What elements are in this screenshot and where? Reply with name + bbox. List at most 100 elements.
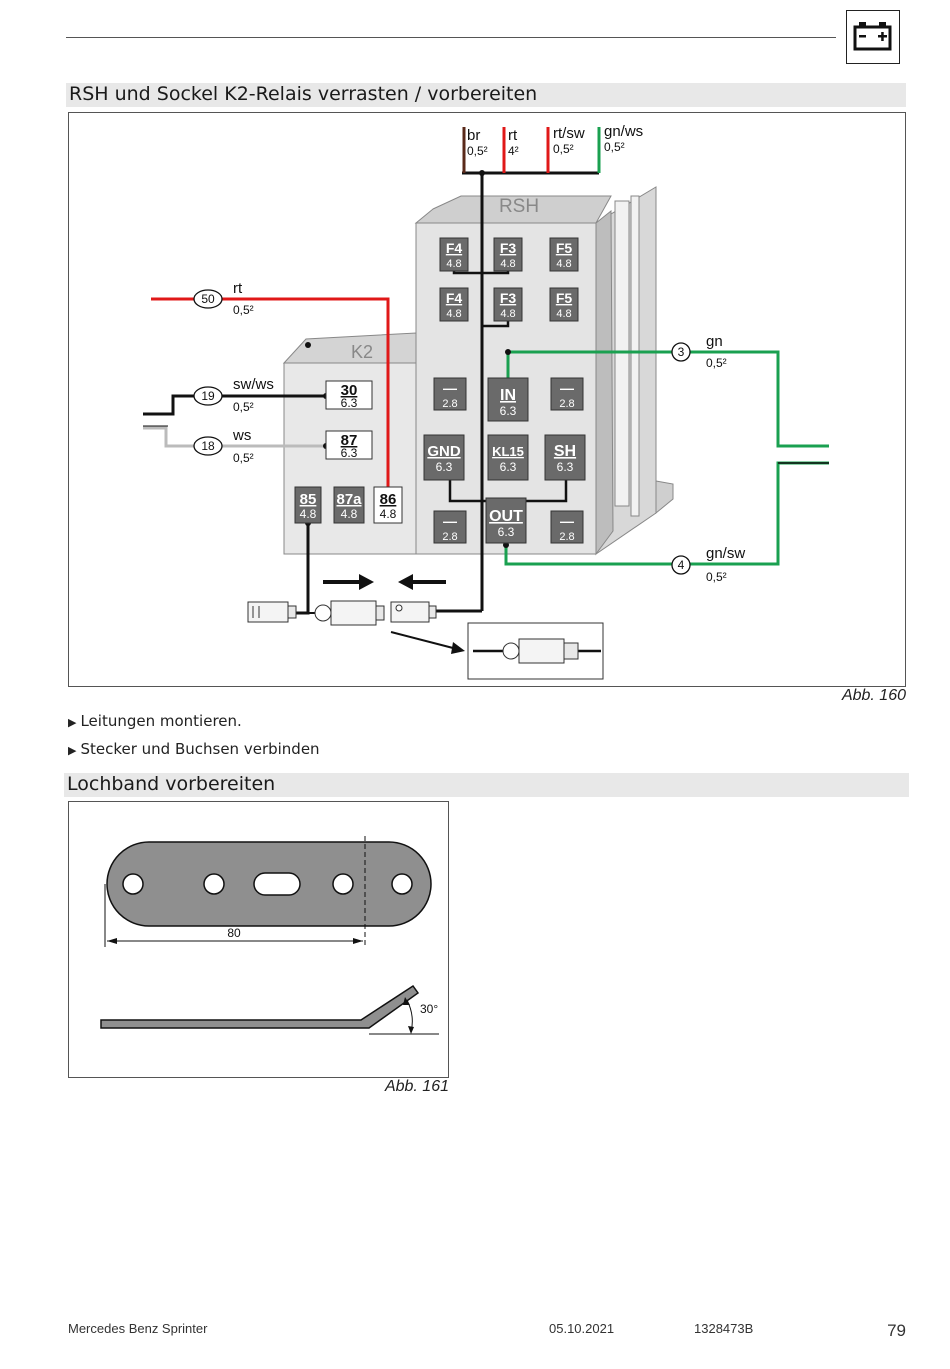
svg-text:sw/ws: sw/ws: [233, 376, 274, 393]
svg-text:85: 85: [300, 491, 317, 508]
svg-text:IN: IN: [500, 387, 516, 404]
pin-3: 3 gn 0,5²: [671, 333, 727, 370]
svg-text:6.3: 6.3: [500, 460, 517, 474]
svg-text:4.8: 4.8: [446, 308, 461, 320]
svg-text:gn: gn: [706, 333, 723, 350]
dimension-line: 80: [107, 926, 363, 944]
svg-text:86: 86: [380, 491, 397, 508]
svg-text:19: 19: [201, 389, 215, 403]
k2-label: K2: [351, 342, 373, 362]
header-rule: [66, 37, 836, 38]
push-arrow-left-icon: [398, 574, 446, 590]
rsh-slot: OUT 6.3: [485, 497, 527, 544]
bent-strip-side-view: [100, 984, 420, 1029]
result-arrow-icon: [390, 631, 465, 654]
k2-slot: 86 4.8: [373, 486, 403, 524]
svg-text:gn/ws: gn/ws: [604, 123, 643, 140]
rsh-slot: F3 4.8: [493, 237, 523, 272]
bullet-arrow-icon: ▶: [68, 716, 77, 729]
rsh-slot: F4 4.8: [439, 237, 469, 272]
figure-caption: Abb. 161: [384, 1078, 449, 1095]
figure-caption: Abb. 160: [841, 687, 906, 704]
svg-text:gn/sw: gn/sw: [706, 545, 745, 562]
svg-text:6.3: 6.3: [341, 446, 358, 460]
rsh-slot: F4 4.8: [439, 287, 469, 322]
svg-text:6.3: 6.3: [557, 460, 574, 474]
push-arrow-right-icon: [323, 574, 374, 590]
svg-text:4.8: 4.8: [556, 308, 571, 320]
angle-indicator: 30°: [369, 997, 439, 1035]
rsh-slot: F3 4.8: [493, 287, 523, 322]
svg-text:OUT: OUT: [489, 508, 523, 525]
svg-text:rt/sw: rt/sw: [553, 125, 585, 142]
instruction-step: ▶Leitungen montieren.: [68, 712, 242, 730]
svg-text:6.3: 6.3: [500, 404, 517, 418]
section-title: RSH und Sockel K2-Relais verrasten / vor…: [66, 83, 906, 107]
rsh-slot: — 2.8: [433, 377, 467, 411]
svg-text:30: 30: [341, 382, 358, 399]
figure-perforated-strip: 80 30°: [68, 801, 449, 1078]
connector-plug-left: [247, 601, 297, 623]
instruction-step: ▶Stecker und Buchsen verbinden: [68, 740, 320, 758]
rsh-slot: — 2.8: [433, 510, 467, 544]
page-number: 79: [887, 1321, 906, 1340]
svg-text:80: 80: [227, 926, 241, 940]
svg-text:ws: ws: [232, 427, 251, 444]
connector-socket-middle: [306, 600, 385, 626]
svg-text:KL15: KL15: [492, 444, 524, 459]
svg-text:rt: rt: [233, 280, 243, 297]
svg-text:4.8: 4.8: [380, 507, 397, 521]
svg-text:br: br: [467, 127, 480, 144]
pin-19: 19 sw/ws 0,5²: [193, 376, 274, 414]
svg-text:4.8: 4.8: [446, 258, 461, 270]
svg-text:4.8: 4.8: [500, 258, 515, 270]
svg-text:F5: F5: [556, 290, 573, 306]
top-wire-gn-ws: gn/ws 0,5²: [604, 123, 643, 154]
svg-text:F3: F3: [500, 290, 517, 306]
rsh-label: RSH: [499, 196, 539, 217]
rsh-slot: F5 4.8: [549, 287, 579, 322]
svg-text:2.8: 2.8: [442, 531, 457, 543]
connector-plug-right: [390, 601, 437, 623]
k2-slot: 87 6.3: [325, 430, 373, 460]
svg-text:2.8: 2.8: [442, 398, 457, 410]
svg-text:0,5²: 0,5²: [553, 142, 574, 156]
pin-18: 18 ws 0,5²: [193, 427, 254, 465]
svg-text:4.8: 4.8: [300, 507, 317, 521]
svg-text:4.8: 4.8: [341, 507, 358, 521]
k2-slot: 30 6.3: [325, 380, 373, 410]
svg-text:F4: F4: [446, 240, 463, 256]
perforated-strip-drawing: [104, 836, 432, 947]
svg-text:—: —: [560, 380, 574, 396]
svg-text:2.8: 2.8: [559, 398, 574, 410]
k2-slot: 87a 4.8: [333, 486, 365, 524]
svg-text:6.3: 6.3: [498, 525, 515, 539]
bullet-arrow-icon: ▶: [68, 744, 77, 757]
svg-text:3: 3: [678, 345, 685, 359]
svg-text:4: 4: [678, 558, 685, 572]
svg-text:4²: 4²: [508, 144, 519, 158]
svg-text:0,5²: 0,5²: [233, 400, 254, 414]
top-wire-rt-sw: rt/sw 0,5²: [553, 125, 585, 156]
svg-text:—: —: [443, 513, 457, 529]
svg-text:87: 87: [341, 432, 358, 449]
svg-text:18: 18: [201, 439, 215, 453]
battery-icon: [846, 10, 900, 64]
figure-wiring-diagram: RSH K2: [68, 112, 906, 687]
svg-text:0,5²: 0,5²: [467, 144, 488, 158]
rsh-slot: KL15 6.3: [487, 434, 529, 481]
svg-text:0,5²: 0,5²: [604, 140, 625, 154]
svg-text:2.8: 2.8: [559, 531, 574, 543]
svg-text:0,5²: 0,5²: [233, 303, 254, 317]
k2-slot: 85 4.8: [294, 486, 322, 524]
svg-text:0,5²: 0,5²: [706, 356, 727, 370]
svg-text:6.3: 6.3: [341, 396, 358, 410]
svg-text:50: 50: [201, 292, 215, 306]
top-wire-rt: rt 4²: [508, 127, 519, 158]
rsh-slot: GND 6.3: [423, 434, 465, 481]
top-wire-br: br 0,5²: [467, 127, 488, 158]
svg-text:87a: 87a: [336, 491, 362, 508]
svg-text:4.8: 4.8: [556, 258, 571, 270]
rsh-slot: IN 6.3: [487, 377, 529, 422]
svg-text:F3: F3: [500, 240, 517, 256]
